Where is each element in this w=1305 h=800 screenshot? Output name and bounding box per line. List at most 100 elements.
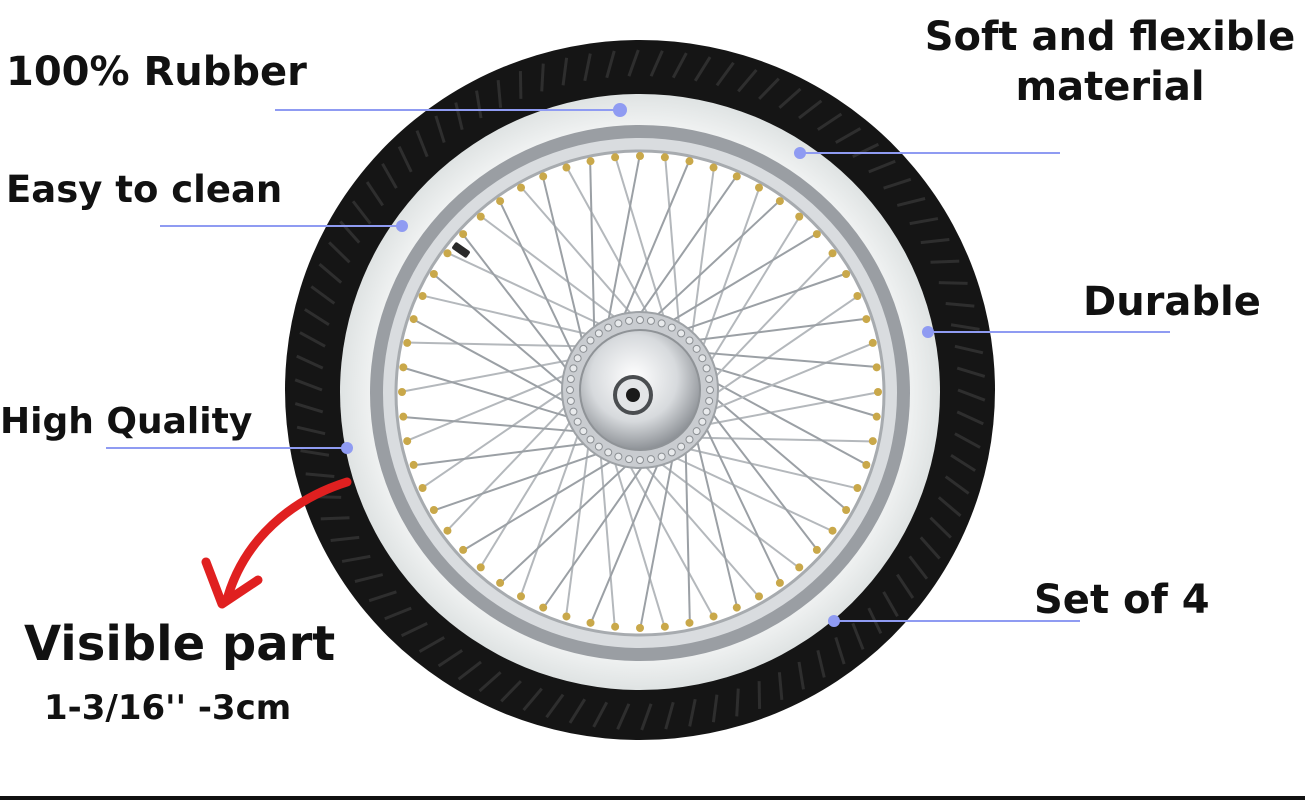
tread-groove [896, 197, 926, 207]
tread-groove [384, 606, 412, 621]
spoke [498, 457, 636, 586]
tread-groove [475, 90, 483, 119]
tread-groove [664, 701, 675, 730]
hub-spoke-holes [566, 316, 714, 464]
tire-tread [294, 49, 986, 731]
spoke-nipple [842, 270, 851, 278]
spoke-nipple [828, 526, 837, 535]
tread-groove [938, 281, 968, 285]
feature-clean-label: Easy to clean [6, 168, 283, 211]
spoke-nipple [399, 363, 408, 372]
spoke [684, 439, 691, 625]
tread-groove [868, 159, 896, 174]
spoke [519, 185, 643, 327]
tread-groove [909, 217, 939, 226]
spoke [637, 457, 761, 599]
spoke-nipple [429, 506, 438, 514]
spoke [498, 199, 580, 368]
pointer-durable [922, 326, 1170, 338]
hub-hole [706, 386, 714, 394]
tread-groove [437, 649, 464, 668]
spoke-nipple [611, 622, 620, 631]
tread-groove [930, 259, 960, 264]
spoke-nipple [636, 624, 644, 632]
hub-hole [685, 336, 694, 345]
tread-groove [318, 263, 343, 284]
spoke-nipple [872, 363, 881, 372]
spoke-nipple [853, 483, 862, 492]
tread-groove [339, 220, 361, 244]
hub-hole [579, 344, 588, 353]
tread-groove [545, 693, 565, 719]
tread-groove [454, 102, 464, 131]
feature-soft-label: Soft and flexible material [920, 12, 1300, 112]
spoke [701, 341, 876, 415]
hub-hole [702, 407, 711, 416]
spoke-nipple [660, 622, 669, 631]
spoke-nipple [539, 603, 548, 612]
spoke [604, 153, 641, 336]
tread-groove [330, 535, 360, 543]
hub-hole [566, 375, 575, 384]
tread-groove [400, 621, 428, 638]
spoke [478, 214, 629, 328]
spoke-nipple [496, 197, 505, 206]
spoke-nipple [685, 157, 694, 166]
hub-hole [573, 417, 582, 426]
hub-hole [586, 435, 595, 444]
spoke [598, 444, 616, 629]
spoke-nipple [812, 230, 821, 239]
spoke-nipple [562, 163, 571, 172]
tread-groove [954, 432, 981, 449]
spoke-nipple [853, 292, 862, 301]
tread-groove [956, 410, 984, 426]
tread-groove [616, 703, 631, 730]
hub-hole [569, 407, 578, 416]
spoke-nipple [409, 460, 418, 469]
tread-groove [351, 200, 372, 225]
spoke [420, 294, 603, 339]
spoke-nipple [418, 292, 427, 301]
hub-hole [625, 316, 634, 325]
tread-groove [835, 127, 862, 144]
tread-groove [737, 68, 758, 93]
spoke-nipple [868, 437, 877, 446]
spoke-nipple [517, 183, 525, 192]
tread-groove [834, 636, 846, 665]
spoke-nipple [476, 212, 485, 221]
hub-hole [646, 316, 655, 325]
spoke-nipple [403, 437, 412, 446]
hub-hole [573, 354, 582, 363]
hub-hole [685, 435, 694, 444]
tread-groove [296, 354, 324, 370]
spoke [705, 251, 835, 388]
spoke-nipple [709, 163, 718, 172]
spoke-nipple [476, 563, 485, 572]
feature-rubber-label: 100% Rubber [6, 49, 307, 95]
tread-groove [478, 671, 502, 693]
tread-groove [500, 680, 522, 703]
spoke-nipple [868, 338, 877, 347]
spoke [564, 165, 657, 329]
spoke-nipple [732, 172, 741, 181]
bottom-divider [0, 796, 1305, 800]
spoke [431, 272, 575, 395]
tread-groove [778, 87, 802, 109]
wheel-spokes [399, 153, 881, 631]
tread-groove [415, 130, 429, 158]
tread-groove [852, 142, 880, 159]
spoke [692, 350, 879, 369]
feature-set-label: Set of 4 [1034, 577, 1210, 623]
spoke-nipple [709, 612, 718, 621]
hub-hole [594, 442, 603, 451]
spoke [564, 434, 591, 619]
tread-groove [418, 636, 445, 653]
spoke-nipple [611, 153, 620, 162]
pointer-set [828, 615, 1080, 627]
tread-groove [300, 449, 330, 457]
spoke [461, 454, 622, 553]
spoke [478, 410, 578, 570]
hub-hole [636, 456, 644, 464]
tread-groove [299, 331, 326, 348]
tread-groove [816, 649, 826, 678]
